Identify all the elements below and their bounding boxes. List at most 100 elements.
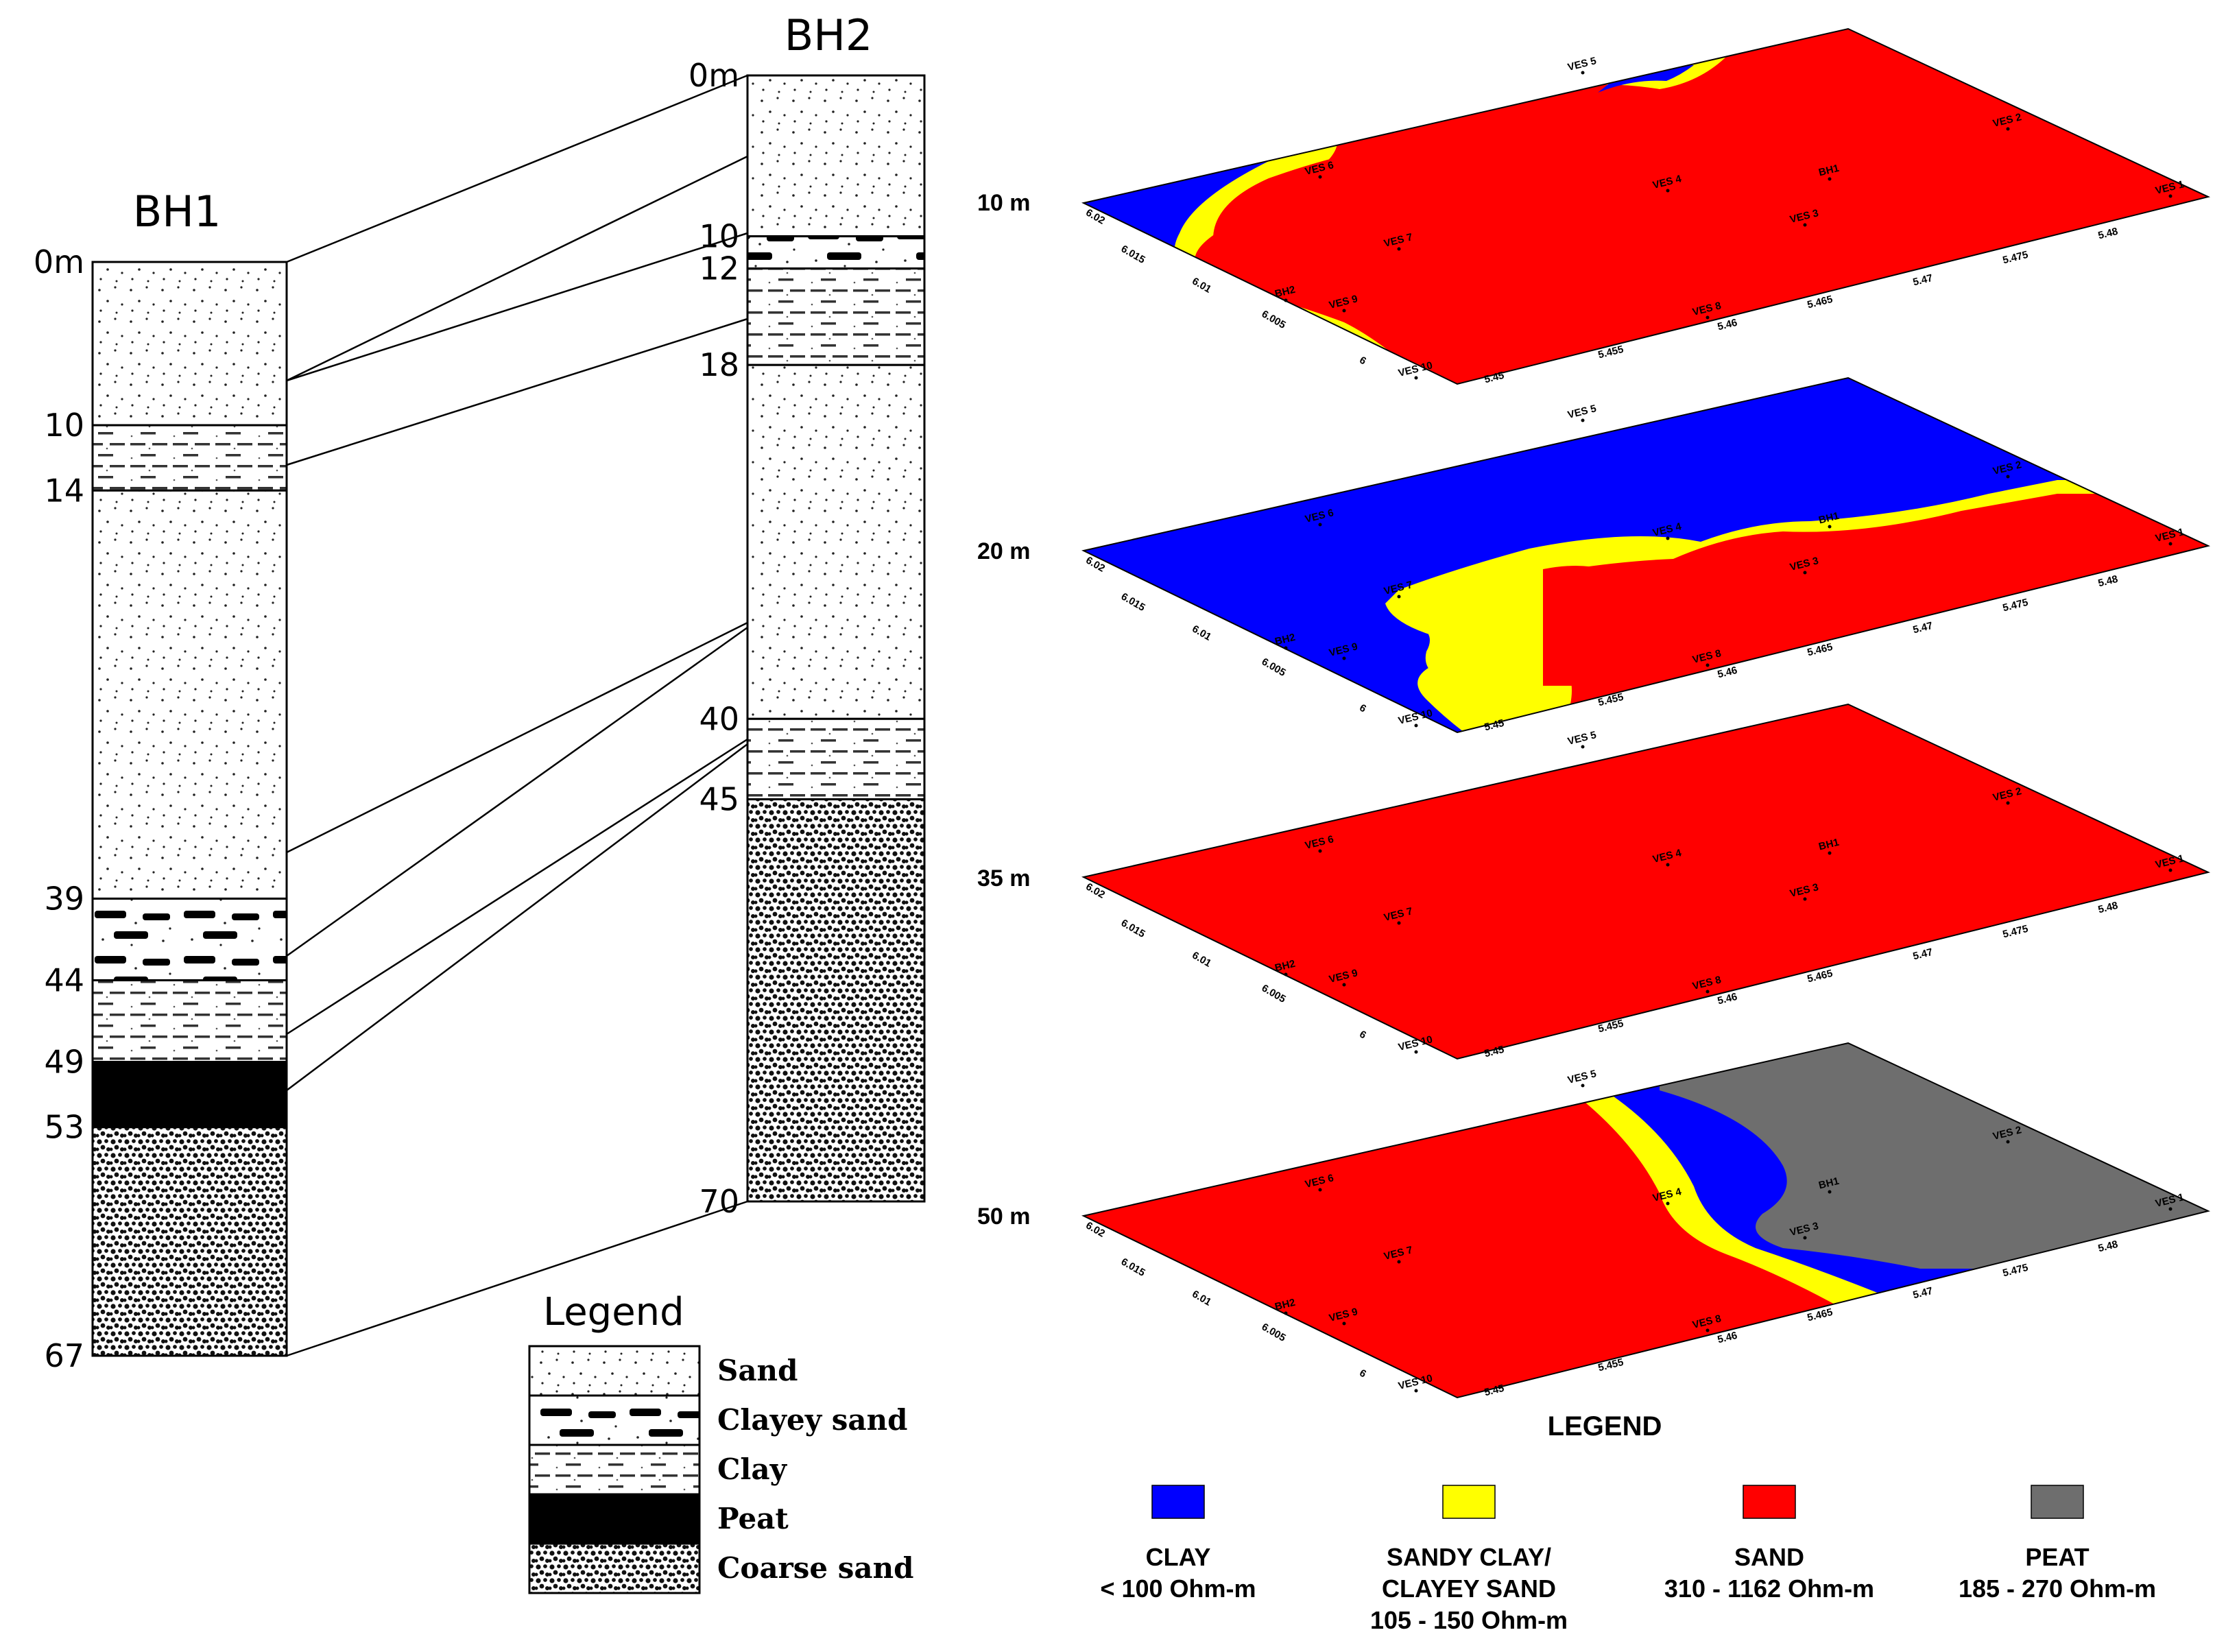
resistivity-legend-title: LEGEND	[1548, 1411, 1662, 1441]
station-marker	[1414, 1389, 1418, 1393]
y-tick-label: 6.015	[1119, 1256, 1147, 1278]
depth-slices: 10 m 20 m 35 m	[977, 27, 2210, 1399]
resistivity-label-sandy-clay: CLAYEY SAND	[1382, 1575, 1556, 1603]
x-tick-label: 5.48	[2097, 1238, 2119, 1255]
y-tick-label: 6	[1357, 1029, 1368, 1042]
x-tick-label: 5.47	[1912, 946, 1934, 963]
station-marker	[1666, 189, 1670, 193]
x-tick-label: 5.45	[1483, 1044, 1505, 1060]
station-marker	[1397, 595, 1401, 599]
station-marker	[1284, 298, 1288, 302]
clay-zone	[1598, 65, 1694, 93]
correlation-lines	[286, 74, 748, 1357]
borehole_1-layer-clay	[91, 424, 288, 492]
y-tick-label: 6.005	[1260, 1321, 1288, 1343]
sand-zone	[1213, 151, 1509, 384]
station-marker	[1318, 849, 1322, 853]
station-marker	[1706, 1328, 1710, 1332]
resistivity-label-peat: PEAT	[2025, 1543, 2089, 1571]
station-marker	[1803, 1236, 1807, 1240]
y-tick-label: 6.005	[1260, 982, 1288, 1005]
x-tick-label: 5.46	[1716, 1330, 1738, 1346]
x-tick-label: 5.45	[1483, 1382, 1505, 1399]
y-tick-label: 6.01	[1190, 623, 1213, 643]
station-label: VES 5	[1566, 1068, 1597, 1086]
correlation-line	[286, 155, 748, 382]
station-marker	[1318, 1188, 1322, 1192]
station-marker	[1828, 851, 1832, 855]
legend-swatch-sand	[528, 1345, 701, 1397]
station-label: VES 5	[1566, 55, 1597, 73]
borehole_2-layer-clay	[746, 717, 926, 801]
station-marker	[1706, 315, 1710, 320]
sand-zone	[1543, 566, 1605, 686]
x-tick-label: 5.48	[2097, 226, 2119, 242]
depth-label: 44	[44, 961, 84, 998]
station-label: BH2	[1273, 958, 1296, 974]
borehole_2-layer-clayey-sand	[746, 235, 926, 270]
depth-label: 10	[699, 218, 739, 255]
depth-slice-10m: 10 m	[977, 27, 2210, 385]
station-label: BH2	[1273, 284, 1296, 300]
depth-label: 67	[44, 1337, 84, 1374]
legend-label-coarse-sand: Coarse sand	[717, 1551, 914, 1585]
station-marker	[1284, 972, 1288, 977]
y-tick-label: 6.005	[1260, 656, 1288, 678]
depth-slice-35m: 35 m	[977, 703, 2210, 1060]
slice-frame	[1081, 1042, 2210, 1399]
depth-label: 49	[44, 1043, 84, 1080]
borehole_1-layer-coarse-sand	[91, 1126, 288, 1357]
station-marker	[1581, 418, 1585, 422]
station-marker	[1284, 646, 1288, 650]
station-label: BH1	[1817, 510, 1840, 527]
resistivity-swatch-peat	[2031, 1485, 2084, 1519]
station-marker	[1803, 897, 1807, 901]
station-marker	[1414, 723, 1418, 728]
resistivity-label-sand: SAND	[1734, 1543, 1804, 1571]
y-tick-label: 6.01	[1190, 275, 1213, 295]
station-label: BH1	[1817, 163, 1840, 179]
x-tick-label: 5.46	[1716, 665, 1738, 681]
y-tick-label: 6.015	[1119, 917, 1147, 939]
station-marker	[1318, 523, 1322, 527]
y-tick-label: 6.01	[1190, 1288, 1213, 1308]
correlation-line	[286, 232, 748, 382]
depth-label: 39	[44, 880, 84, 917]
x-tick-label: 5.45	[1483, 717, 1505, 734]
station-marker	[2006, 801, 2010, 805]
lithology-legend-title: Legend	[543, 1290, 684, 1334]
correlation-line	[286, 743, 748, 1091]
station-marker	[1342, 983, 1346, 987]
station-marker	[2168, 542, 2173, 546]
borehole_1-layer-clay	[91, 979, 288, 1063]
resistivity-label-peat: 185 - 270 Ohm-m	[1959, 1575, 2156, 1603]
station-marker	[1706, 990, 1710, 994]
y-tick-label: 6.015	[1119, 590, 1147, 613]
slice-frame	[1081, 376, 2210, 734]
slice-label: 10 m	[977, 190, 1031, 216]
slice-label: 50 m	[977, 1204, 1031, 1230]
sandy-clay-zone	[1399, 562, 1543, 693]
station-marker	[1706, 663, 1710, 667]
sand-zone	[1081, 703, 2210, 1060]
borehole_1-layer-clayey-sand	[91, 897, 288, 981]
station-label: BH2	[1273, 632, 1296, 648]
borehole_2-layer-sand	[746, 74, 926, 238]
depth-label: 10	[44, 407, 84, 444]
depth-label: 45	[699, 781, 739, 818]
depth-label: 14	[44, 472, 84, 509]
x-tick-label: 5.475	[2002, 249, 2030, 267]
x-tick-label: 5.475	[2002, 923, 2030, 941]
station-label: BH1	[1817, 837, 1840, 853]
x-tick-label: 5.45	[1483, 370, 1505, 386]
legend-swatch-coarse-sand	[528, 1542, 701, 1594]
station-marker	[1828, 1190, 1832, 1194]
station-label: BH1	[1817, 1175, 1840, 1192]
station-marker	[1342, 656, 1346, 660]
depth-label: 0m	[34, 243, 84, 280]
x-tick-label: 5.47	[1912, 1285, 1934, 1302]
resistivity-label-sandy-clay: 105 - 150 Ohm-m	[1370, 1606, 1568, 1634]
borehole_2-layer-coarse-sand	[746, 798, 926, 1203]
